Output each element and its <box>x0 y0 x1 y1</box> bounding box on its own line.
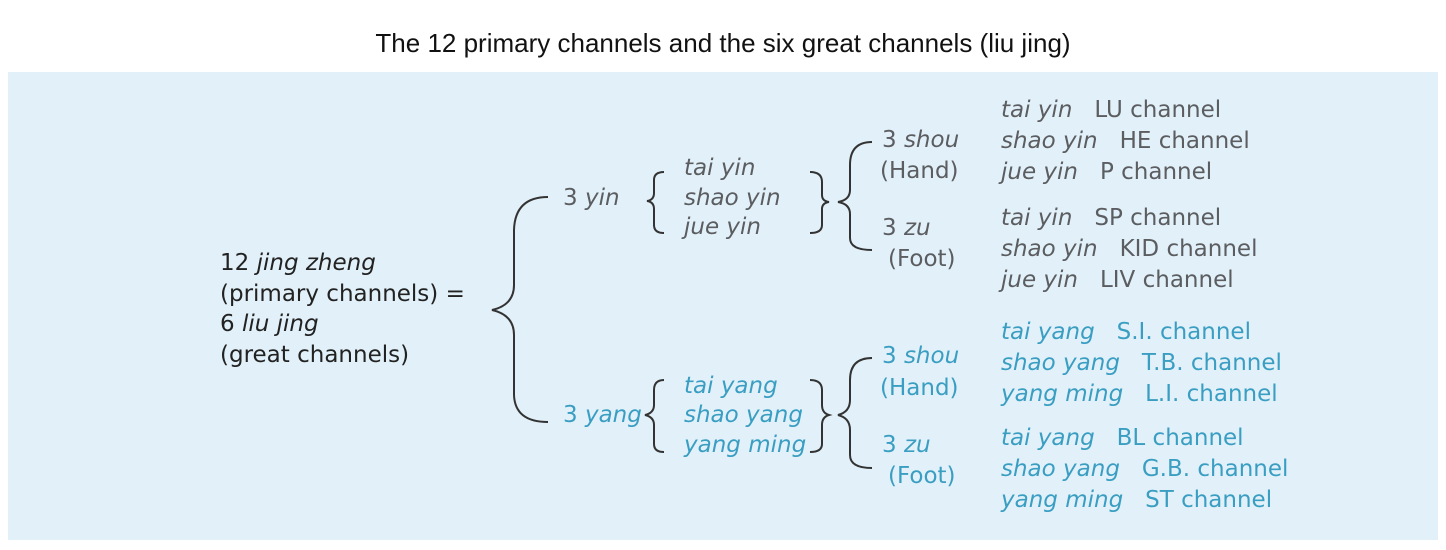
channel-item: shao yin HE channel <box>1001 128 1250 154</box>
liu-jing-label: 6 liu jing <box>220 311 319 337</box>
yang-sub: tai yang <box>684 373 778 399</box>
yang-sub: shao yang <box>684 402 803 428</box>
yang-hand: 3 shou <box>882 343 960 369</box>
channel-item: tai yang S.I. channel <box>1001 319 1251 345</box>
yang-hand-label: (Hand) <box>880 375 959 401</box>
yang-foot: 3 zu <box>882 432 931 458</box>
primary-channels-label: (primary channels) = <box>220 281 465 307</box>
yang-hand-foot-brace <box>837 357 873 469</box>
yang-right-brace <box>809 379 833 453</box>
yang-foot-label: (Foot) <box>888 463 956 489</box>
yin-left-brace <box>646 171 665 234</box>
yin-foot: 3 zu <box>882 215 931 241</box>
yin-hand-foot-brace <box>837 141 873 251</box>
yang-label: 3 yang <box>563 402 642 428</box>
channel-item: yang ming ST channel <box>1001 487 1273 513</box>
channel-item: shao yang T.B. channel <box>1001 350 1282 376</box>
yin-label: 3 yin <box>563 185 620 211</box>
channel-item: jue yin LIV channel <box>1001 267 1234 293</box>
channel-item: tai yang BL channel <box>1001 425 1244 451</box>
jing-zheng-label: 12 jing zheng <box>220 250 376 276</box>
yin-right-brace <box>809 171 830 234</box>
yin-foot-label: (Foot) <box>888 246 956 272</box>
great-channels-label: (great channels) <box>220 342 410 368</box>
yang-sub: yang ming <box>684 432 807 458</box>
yang-left-brace <box>644 379 665 453</box>
main-brace <box>491 196 549 423</box>
yin-hand: 3 shou <box>882 127 960 153</box>
channel-item: tai yin SP channel <box>1001 205 1222 231</box>
diagram-panel <box>8 72 1438 540</box>
yin-sub: jue yin <box>684 214 762 240</box>
channel-item: tai yin LU channel <box>1001 97 1222 123</box>
channel-item: jue yin P channel <box>1001 159 1213 185</box>
channel-item: shao yin KID channel <box>1001 236 1258 262</box>
channel-item: shao yang G.B. channel <box>1001 456 1289 482</box>
channel-item: yang ming L.I. channel <box>1001 381 1278 407</box>
diagram-title: The 12 primary channels and the six grea… <box>375 28 1071 58</box>
yin-sub: tai yin <box>684 155 756 181</box>
yin-sub: shao yin <box>684 185 781 211</box>
yin-hand-label: (Hand) <box>880 158 959 184</box>
